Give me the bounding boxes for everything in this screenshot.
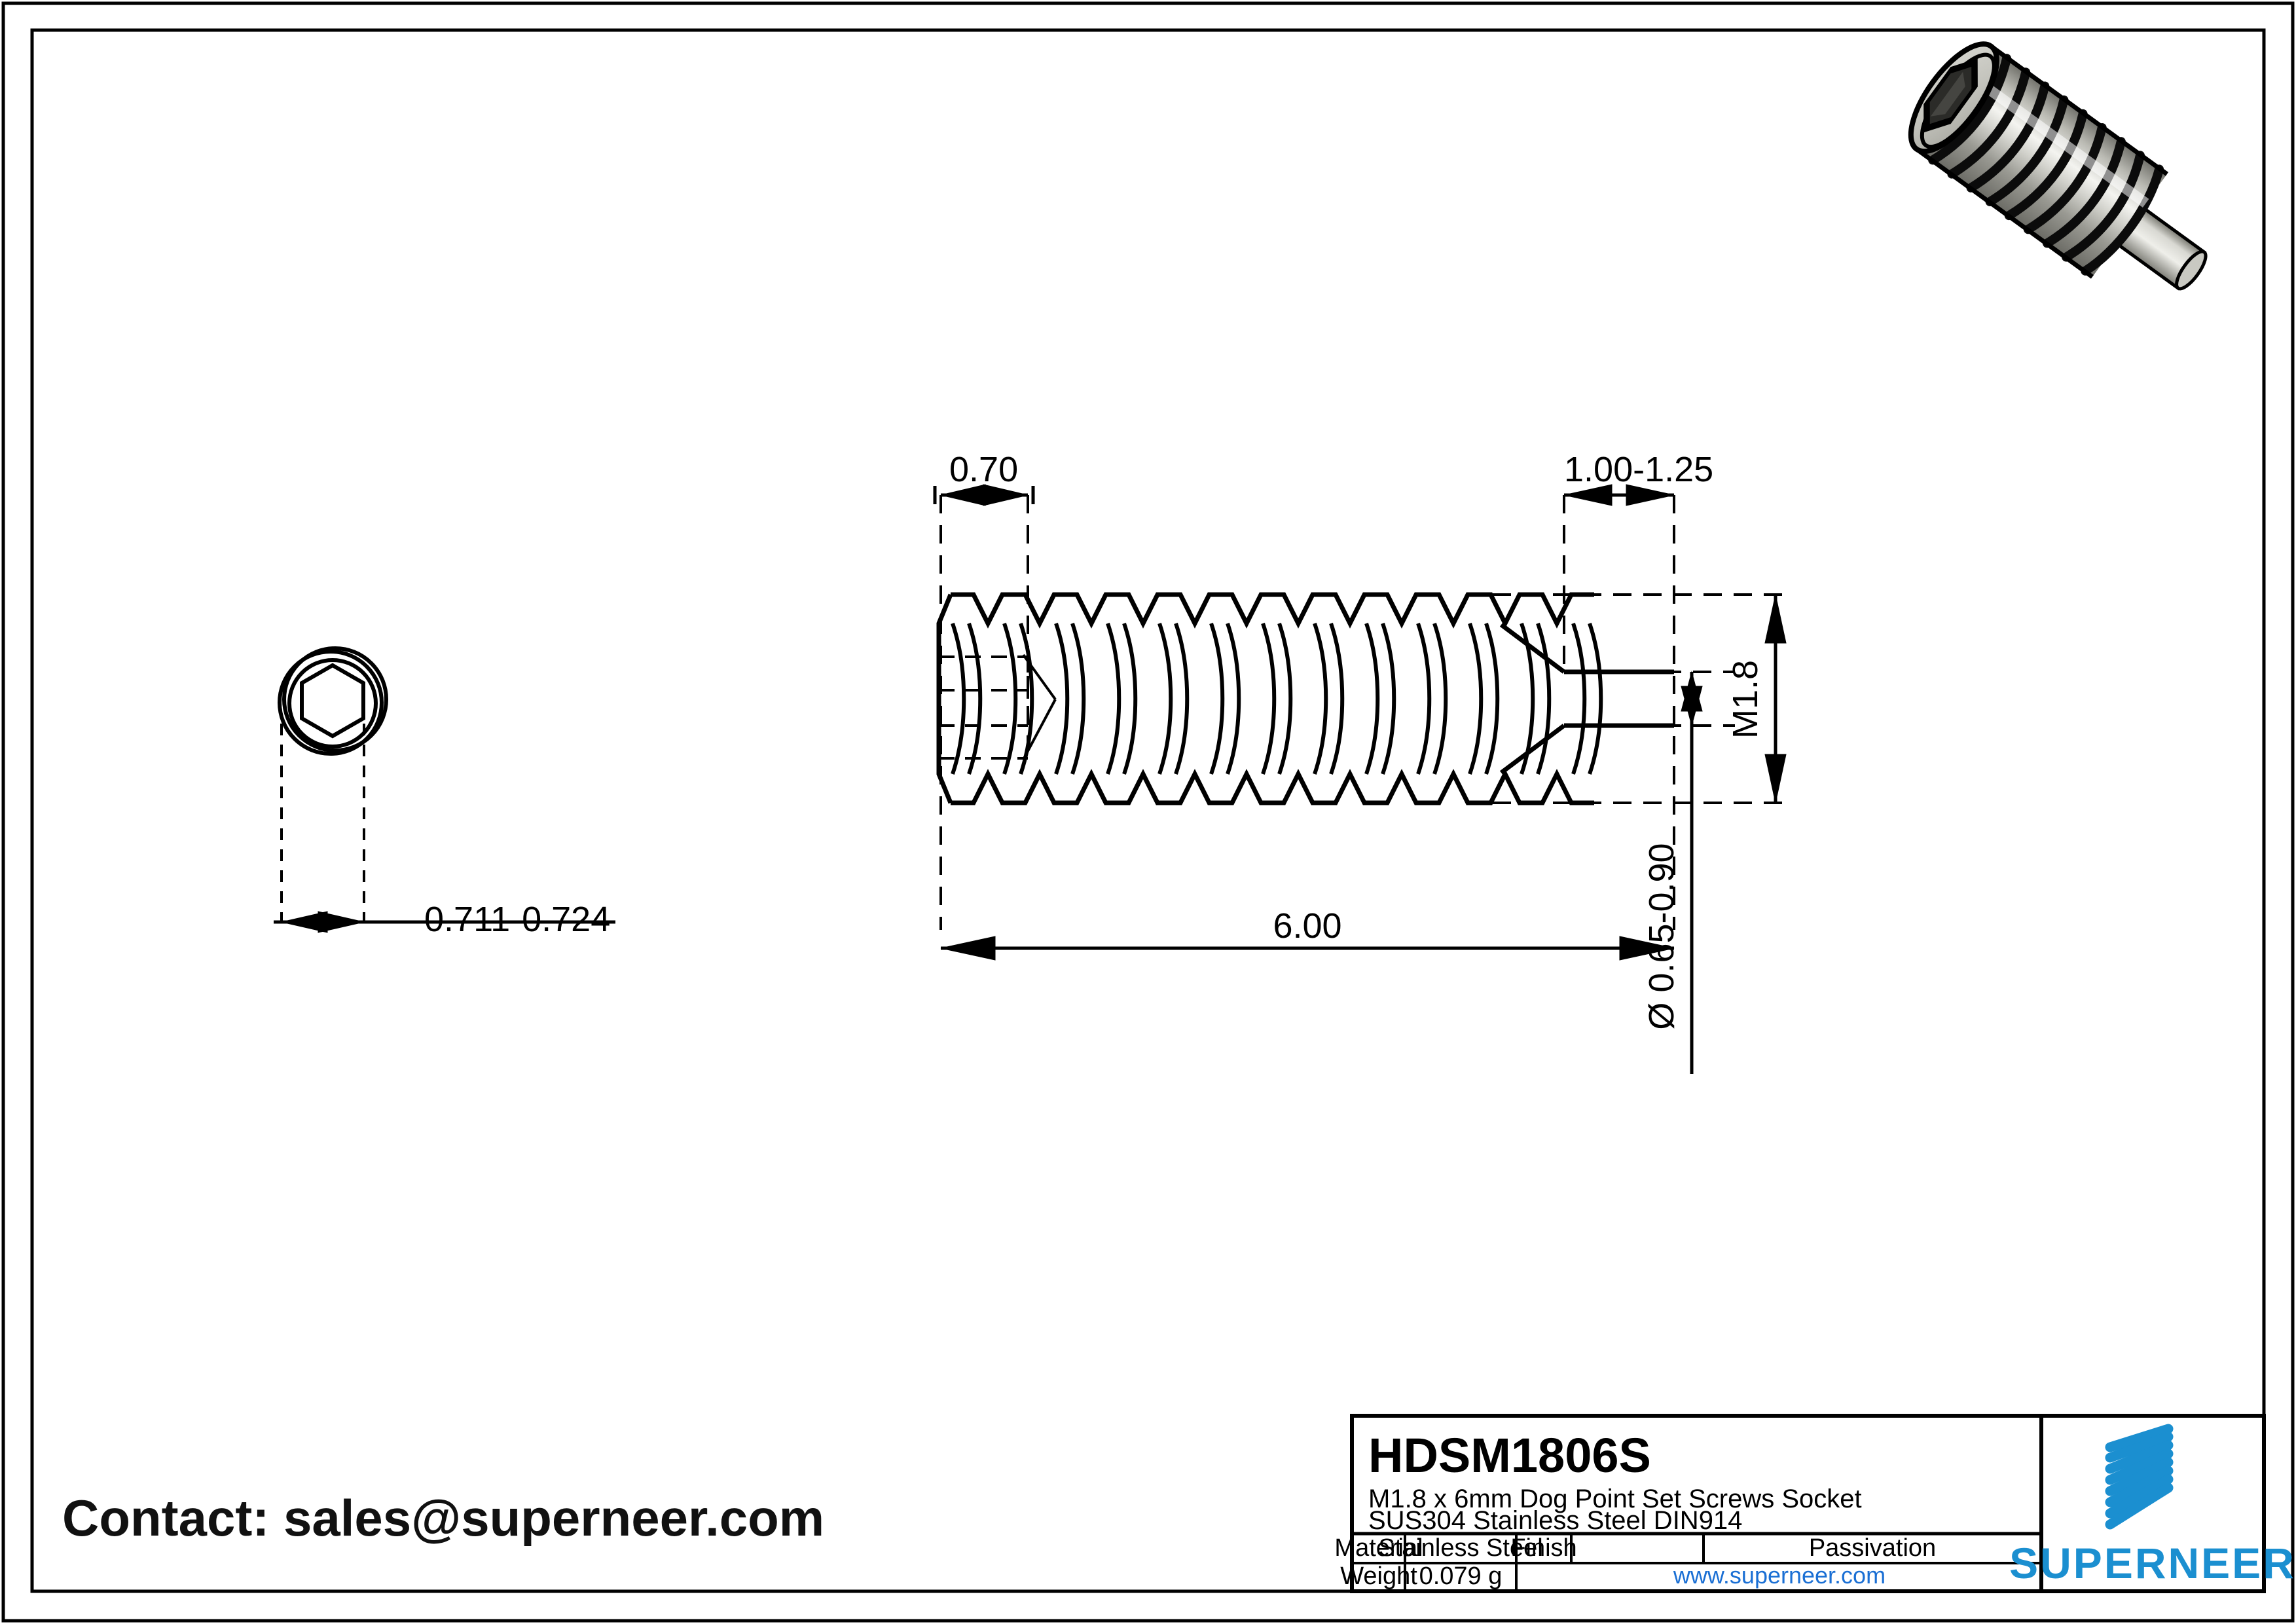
title-block-frame [1350,1414,2266,1593]
dim-dog-point-diameter [1681,671,1703,1074]
title-block-part-number: HDSM1806S [1368,1428,1651,1483]
end-view [278,646,388,922]
dim-thread-size [1764,594,1787,803]
logo-mark-icon [2105,1424,2174,1530]
dim-dog-point-length [1563,484,1675,506]
dim-overall-length [940,936,1675,961]
extension-lines [939,495,1794,930]
dim-socket-depth [933,484,1035,506]
title-block-material-value: Stainless Steel [1378,1534,1542,1562]
title-block-website-link[interactable]: www.superneer.com [1673,1562,1886,1589]
title-block-weight-label: Weight [1340,1562,1417,1590]
dog-point [1564,669,1674,728]
title-block-weight-value: 0.079 g [1419,1562,1503,1590]
dim-socket-width [274,911,615,933]
dim-label-thread-size: M1.8 [1726,660,1765,739]
iso-render [1908,41,2208,291]
dim-label-socket-depth: 0.70 [949,450,1018,489]
dim-label-overall-length: 6.00 [1273,906,1341,946]
logo-wordmark: SUPERNEER [2009,1539,2296,1587]
dim-label-dog-point-length: 1.00-1.25 [1564,450,1713,489]
side-view [936,592,1674,805]
title-block-finish-label: Finish [1510,1534,1576,1562]
title-block-description-line2: SUS304 Stainless Steel DIN914 [1368,1506,1742,1535]
title-block-finish-value: Passivation [1809,1534,1936,1562]
inner-frame [30,28,2266,1593]
dim-label-socket-width: 0.711-0.724 [424,900,610,939]
contact-text: Contact: sales@superneer.com [62,1489,824,1547]
title-block-description-line1: M1.8 x 6mm Dog Point Set Screws Socket [1368,1485,1862,1513]
title-block-material-label: Material [1334,1534,1423,1562]
dim-label-dog-point-diameter: Ø 0.65-0.90 [1642,843,1681,1029]
